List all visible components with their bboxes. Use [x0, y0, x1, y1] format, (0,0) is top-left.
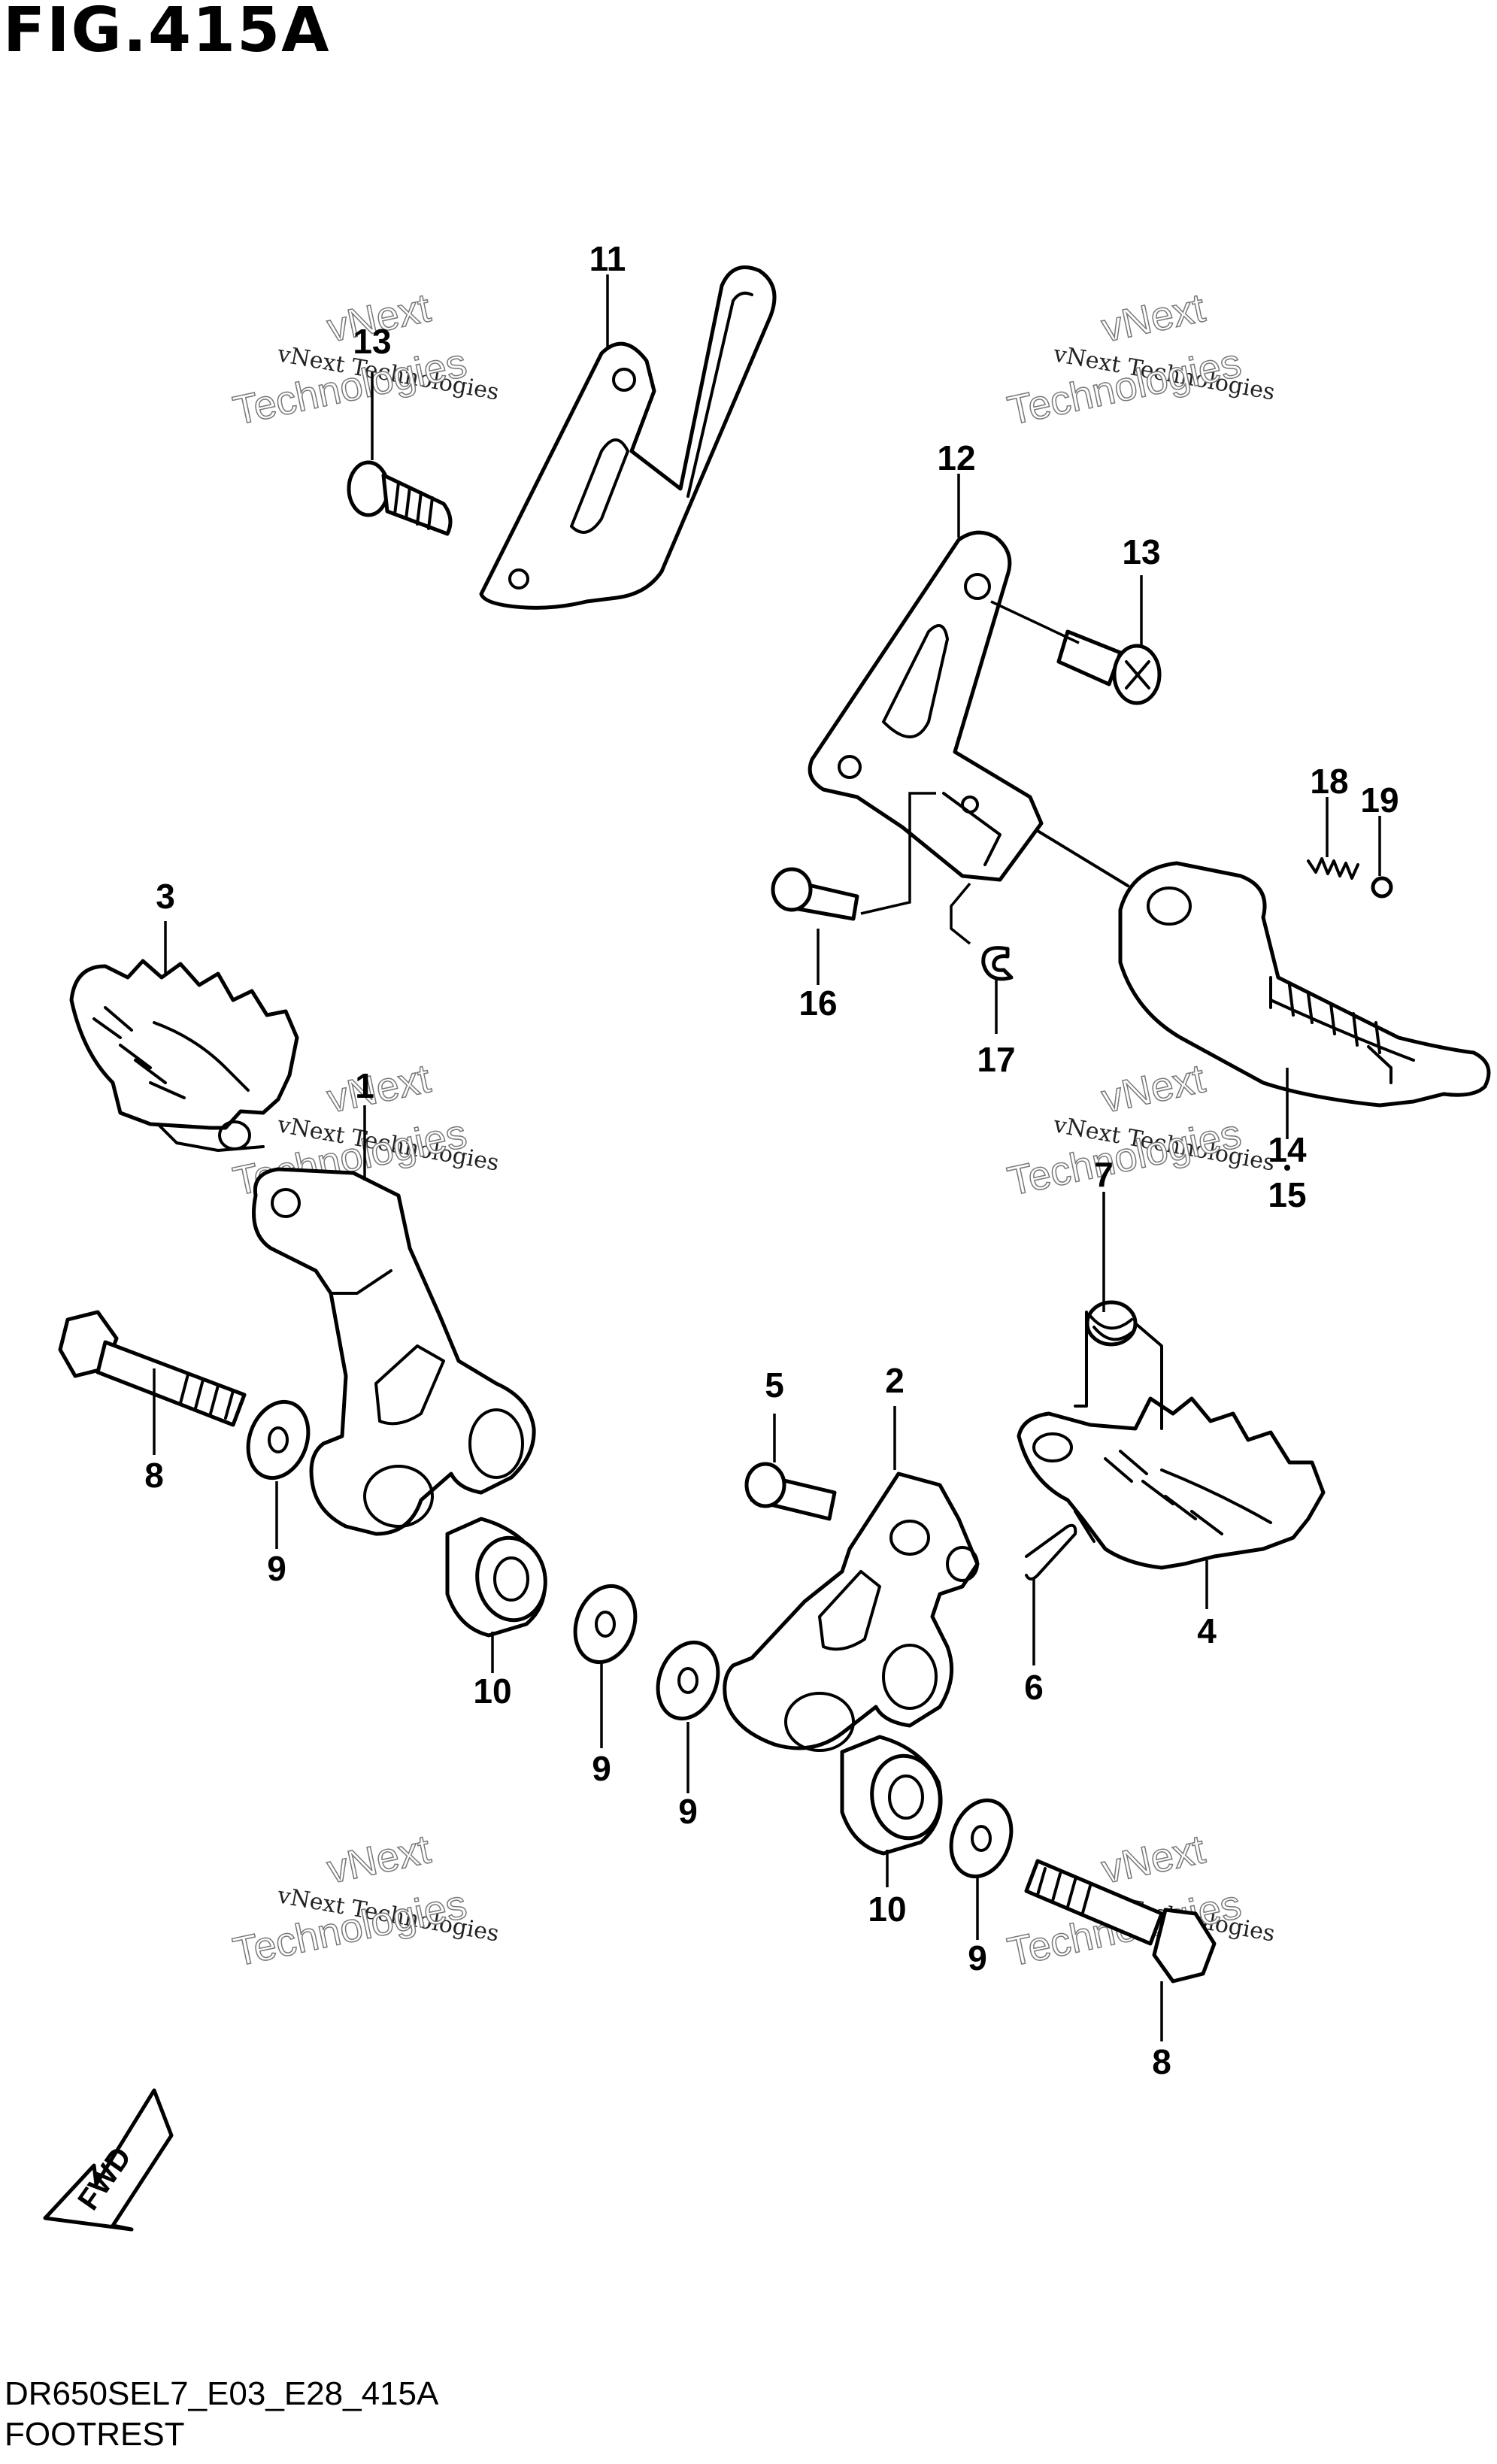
callout-9-a: 9: [267, 1549, 286, 1588]
callout-9-c: 9: [678, 1792, 698, 1831]
callout-14: 14: [1268, 1130, 1307, 1169]
part-footrest-arm-left: [252, 1167, 536, 1536]
svg-text:vNext: vNext: [1098, 285, 1209, 350]
watermark-top-right: vNext vNext Technologies Technologies: [1003, 285, 1277, 435]
part-footrest-bracket: [808, 530, 1044, 882]
part-spring-18: [1307, 857, 1359, 880]
callout-3: 3: [156, 877, 175, 916]
part-bolt-13-left: [347, 460, 453, 536]
callout-5: 5: [765, 1365, 784, 1405]
part-ball-19: [1371, 876, 1393, 899]
part-bolt-13-right: [1056, 629, 1162, 705]
part-washer-9-b: [573, 1584, 638, 1665]
fwd-arrow-icon: FWD: [43, 2088, 174, 2232]
callout-19: 19: [1360, 780, 1399, 820]
callout-13-right: 13: [1122, 532, 1160, 571]
callout-10-left: 10: [473, 1671, 511, 1711]
callout-17: 17: [977, 1040, 1015, 1079]
figure-title: FIG.415A: [3, 0, 331, 66]
callout-8-right: 8: [1152, 2042, 1171, 2081]
part-washer-9-a: [246, 1399, 311, 1481]
part-washer-9-c: [656, 1640, 720, 1721]
callout-11: 11: [589, 239, 626, 278]
part-pin-5: [744, 1462, 837, 1521]
callout-16: 16: [799, 983, 837, 1023]
callout-7: 7: [1094, 1155, 1114, 1194]
svg-text:vNext: vNext: [1098, 1826, 1209, 1892]
callout-6: 6: [1024, 1668, 1044, 1707]
callout-9-d: 9: [968, 1938, 987, 1978]
part-footrest-step-left: [69, 959, 299, 1152]
callout-1: 1: [355, 1066, 374, 1105]
figure-code: DR650SEL7_E03_E28_415A: [5, 2375, 439, 2412]
callout-12: 12: [937, 438, 975, 477]
part-pin-16: [771, 867, 859, 921]
part-bolt-8-right: [1024, 1859, 1217, 1984]
callout-18: 18: [1310, 762, 1348, 801]
callout-13-left: 13: [353, 322, 391, 361]
part-cotter-pin-6: [1025, 1523, 1077, 1581]
figure-name: FOOTREST: [5, 2416, 185, 2453]
callout-8-left: 8: [144, 1456, 164, 1495]
part-footrest-arm-right: [723, 1471, 980, 1752]
part-heel-guard: [479, 265, 777, 610]
callout-2: 2: [885, 1361, 905, 1400]
part-spacer-10-left: [445, 1517, 547, 1638]
watermark-mid-right: vNext vNext Technologies Technologies: [1003, 1056, 1277, 1205]
callout-15: 15: [1268, 1175, 1306, 1214]
callout-4: 4: [1197, 1611, 1217, 1650]
part-footrest-step-lower: [1017, 1396, 1326, 1570]
callout-numbers: 11 13 12 13 18 19 16 17 14 15 3 1 7 8 9 …: [144, 239, 1399, 2081]
part-bolt-8-left: [58, 1310, 247, 1427]
svg-text:vNext: vNext: [1098, 1056, 1209, 1121]
part-washer-9-d: [949, 1798, 1014, 1879]
part-return-spring-7: [1074, 1300, 1163, 1430]
svg-text:vNext: vNext: [323, 1826, 435, 1892]
part-footrest-step-right: [1036, 829, 1491, 1108]
part-clip-17: [981, 946, 1014, 981]
part-spacer-10-right: [840, 1735, 943, 1856]
callout-9-b: 9: [592, 1749, 611, 1788]
callout-10-right: 10: [868, 1890, 906, 1929]
svg-text:vNext: vNext: [323, 1056, 435, 1121]
leader-lines: [153, 274, 1381, 2041]
watermark-bottom-left: vNext vNext Technologies Technologies: [229, 1826, 501, 1976]
